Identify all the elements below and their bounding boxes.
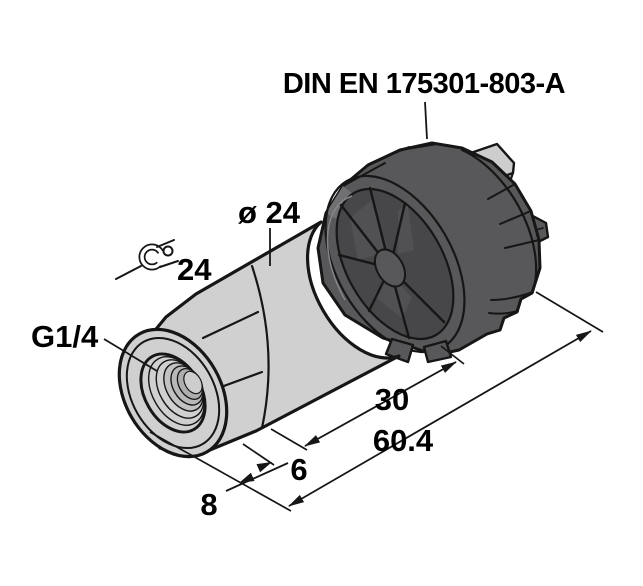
rim-bevel — [326, 186, 352, 219]
din-leader — [424, 101, 428, 140]
din-standard-label: DIN EN 175301-803-A — [283, 68, 566, 100]
dim-6-8-line — [225, 462, 289, 492]
thread-label: G1/4 — [31, 319, 99, 354]
device — [117, 141, 550, 459]
din-connector-ring — [316, 141, 542, 364]
rear-rim-edge — [460, 148, 538, 293]
diameter-label: ø 24 — [238, 195, 301, 230]
dim-8-label: 8 — [200, 487, 217, 522]
ext-connector-rear — [535, 291, 604, 333]
internal-thread — [147, 356, 206, 426]
dim-8-arrow — [239, 472, 255, 483]
dimension-graphics — [149, 291, 604, 512]
dim-6-arrow — [256, 462, 272, 473]
process-port — [117, 327, 229, 459]
thread-leader — [103, 338, 158, 372]
dim-60-line — [288, 330, 592, 507]
cavity-highlight — [326, 195, 353, 301]
dim-30-label: 30 — [375, 382, 409, 417]
ext-port-face — [149, 431, 292, 512]
leader-lines — [103, 101, 428, 372]
wrench-icon — [115, 238, 190, 280]
ext-nut-rear — [270, 428, 308, 451]
wrench-size-label: 24 — [177, 252, 212, 287]
dim-60-label: 60.4 — [373, 423, 434, 458]
dim-6-label: 6 — [290, 452, 307, 487]
ext-nut-front — [242, 443, 275, 466]
connector-hub — [373, 248, 407, 288]
